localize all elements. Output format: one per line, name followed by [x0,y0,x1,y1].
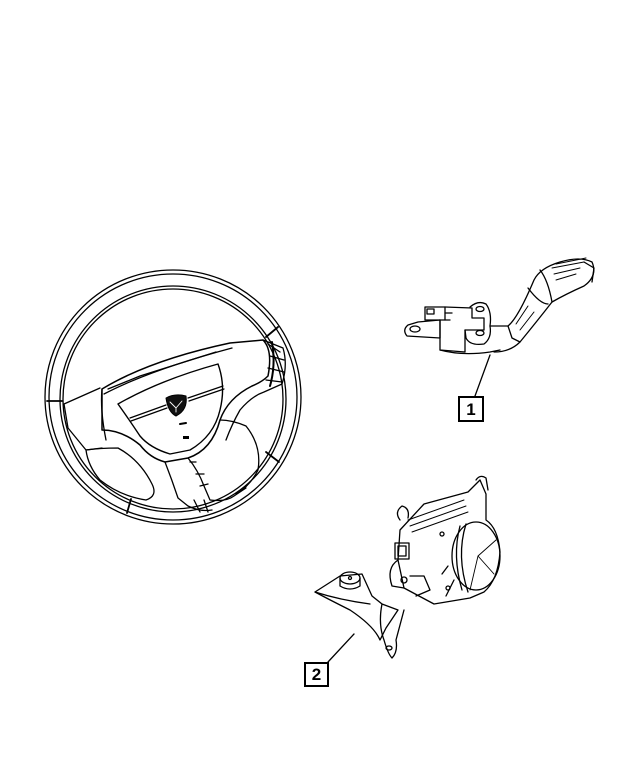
callout-1-leader [474,354,491,397]
clockspring-module [314,475,501,659]
callout-1: 1 [458,396,484,422]
steering-wheel [44,269,302,525]
multifunction-switch [404,257,595,355]
callout-2-leader [327,633,355,663]
callout-2: 2 [304,662,329,687]
callout-2-number: 2 [311,665,322,684]
callout-1-number: 1 [466,399,476,419]
